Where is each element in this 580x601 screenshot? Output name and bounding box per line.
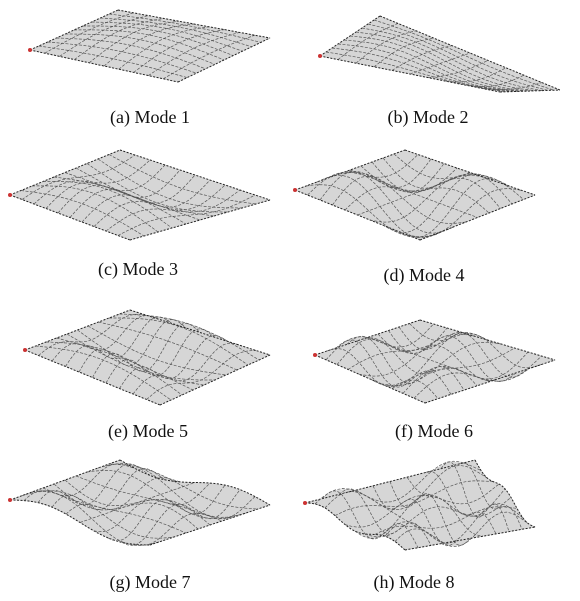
corner-marker bbox=[23, 348, 27, 352]
caption-mode-1: (a) Mode 1 bbox=[110, 107, 190, 127]
surface-grid bbox=[314, 319, 556, 404]
surface-grid bbox=[319, 15, 561, 93]
corner-marker bbox=[28, 48, 32, 52]
panel-mode-7: (g) Mode 7 bbox=[0, 455, 290, 601]
caption-mode-5: (e) Mode 5 bbox=[108, 421, 188, 441]
mode-7-surface bbox=[8, 459, 271, 546]
caption-mode-3: (c) Mode 3 bbox=[98, 259, 178, 279]
panel-mode-4: (d) Mode 4 bbox=[290, 145, 580, 290]
surface-fill bbox=[304, 459, 536, 551]
surface-fill bbox=[24, 309, 271, 406]
mode-1-surface bbox=[28, 9, 271, 83]
mode-4-surface bbox=[293, 149, 536, 241]
mode-8-surface bbox=[303, 459, 536, 551]
surface-grid bbox=[294, 149, 536, 241]
caption-mode-8: (h) Mode 8 bbox=[373, 572, 455, 592]
surface-grid bbox=[304, 459, 536, 551]
surface-grid bbox=[9, 149, 271, 241]
surface-fill bbox=[319, 15, 561, 93]
panel-mode-1: (a) Mode 1 bbox=[0, 0, 290, 140]
mode-6-surface bbox=[313, 319, 557, 404]
surface-fill bbox=[9, 459, 271, 546]
surface-grid bbox=[24, 309, 271, 406]
surface-grid bbox=[29, 9, 271, 83]
panel-mode-6: (f) Mode 6 bbox=[290, 305, 580, 445]
panel-mode-3: (c) Mode 3 bbox=[0, 145, 290, 290]
surface-fill bbox=[294, 149, 536, 241]
mode-2-surface bbox=[318, 15, 561, 93]
caption-mode-4: (d) Mode 4 bbox=[383, 265, 465, 285]
caption-mode-6: (f) Mode 6 bbox=[395, 421, 473, 441]
surface-grid bbox=[9, 459, 271, 546]
panel-mode-2: (b) Mode 2 bbox=[290, 0, 580, 140]
corner-marker bbox=[8, 193, 12, 197]
mode-3-surface bbox=[8, 149, 272, 241]
corner-marker bbox=[8, 498, 12, 502]
panel-mode-5: (e) Mode 5 bbox=[0, 305, 290, 445]
mode-5-surface bbox=[23, 309, 271, 406]
corner-marker bbox=[303, 501, 307, 505]
corner-marker bbox=[318, 54, 322, 58]
corner-marker bbox=[293, 188, 297, 192]
panel-mode-8: (h) Mode 8 bbox=[290, 455, 580, 601]
caption-mode-2: (b) Mode 2 bbox=[387, 107, 469, 127]
caption-mode-7: (g) Mode 7 bbox=[109, 572, 191, 592]
corner-marker bbox=[313, 353, 317, 357]
